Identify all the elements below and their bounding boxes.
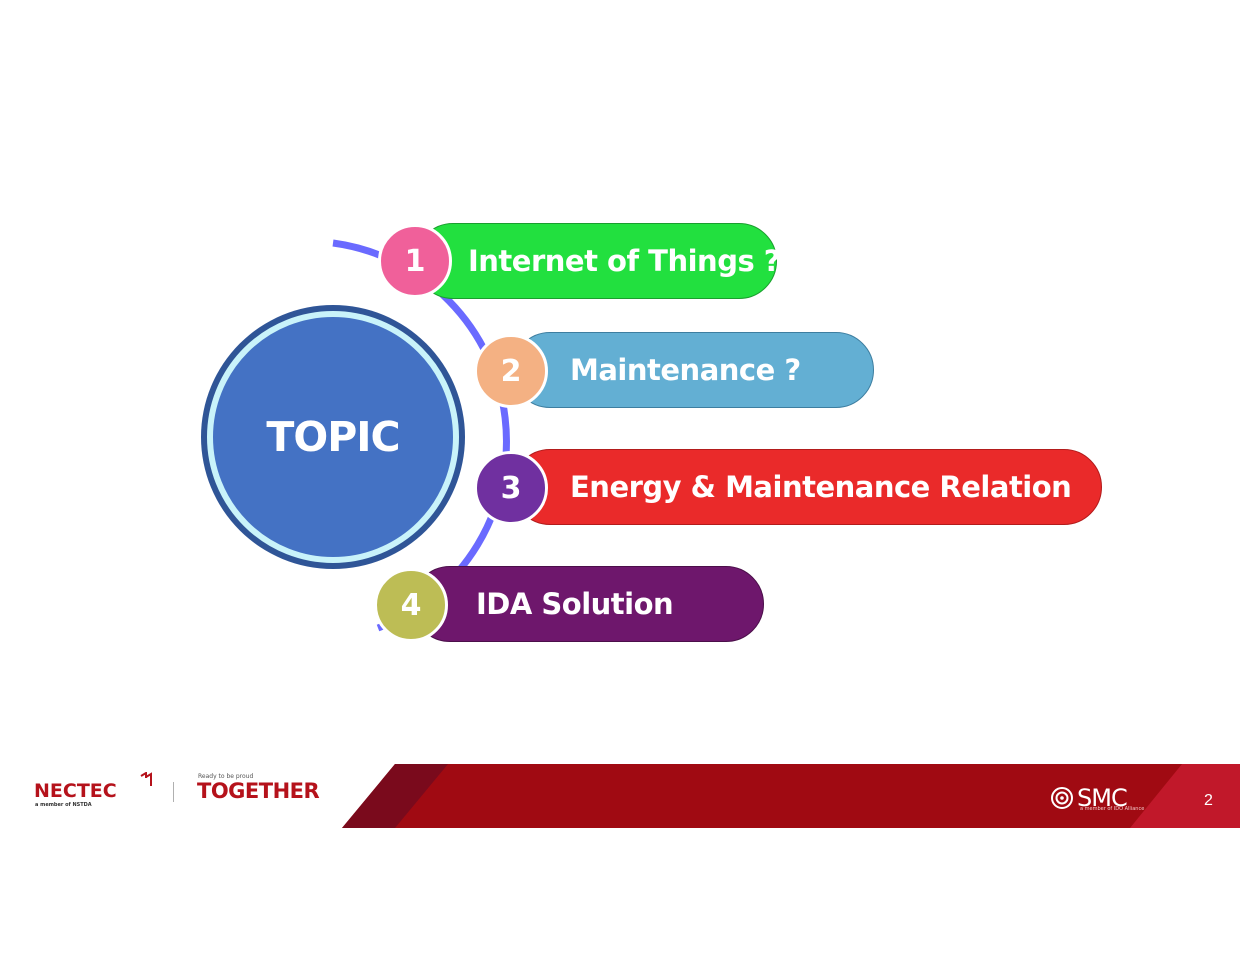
topic-number-4: 4 [374,568,448,642]
topic-circle: TOPIC [201,305,465,569]
topic-pill-2: Maintenance ? [512,332,874,408]
topic-label-3: Energy & Maintenance Relation [570,470,1072,504]
footer-band [342,764,1240,828]
nectec-mark-icon [140,772,152,786]
topic-pill-4: IDA Solution [412,566,764,642]
smc-subtitle: a member of IDO Alliance [1080,806,1145,812]
nectec-subtitle: a member of NSTDA [35,802,92,808]
nectec-logo: NECTEC [34,780,117,802]
topic-label-4: IDA Solution [476,587,674,621]
topic-pill-3: Energy & Maintenance Relation [512,449,1102,525]
topic-title: TOPIC [266,413,400,461]
logo-divider [173,782,174,802]
smc-ring-icon [1051,787,1073,809]
topic-number-2: 2 [474,334,548,408]
topic-label-2: Maintenance ? [570,353,801,387]
topic-circle-inner: TOPIC [207,311,459,563]
smc-logo: SMC [1050,784,1128,812]
together-subtitle: Ready to be proud [198,773,254,780]
topic-pill-1: Internet of Things ? [415,223,781,299]
topic-label-1: Internet of Things ? [468,244,781,278]
together-logo: TOGETHER [197,779,320,803]
topic-number-1: 1 [378,224,452,298]
topic-number-3: 3 [474,451,548,525]
page-number: 2 [1204,792,1213,809]
smc-logo-text: SMC [1077,784,1128,812]
